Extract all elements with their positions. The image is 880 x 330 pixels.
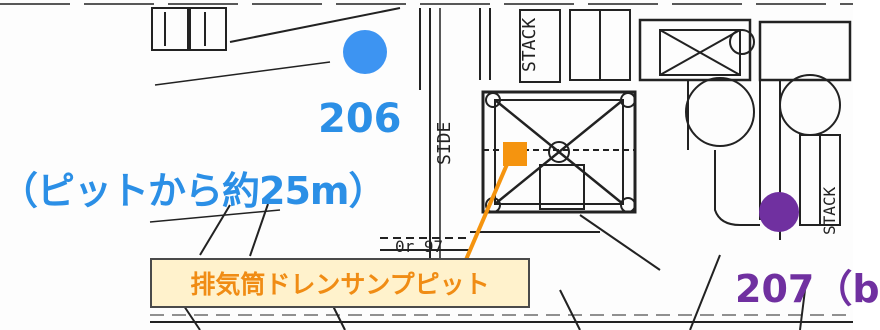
floor-plan-drawing: STACK SIDE STACK 0r 97 (0, 3, 853, 330)
point-206-distance-note: （ピットから約25m） (0, 169, 386, 213)
pit-callout-text: 排気筒ドレンサンプピット (190, 270, 490, 299)
point-206-label: 206 (318, 96, 402, 142)
point-206-marker (343, 30, 387, 74)
point-207-label: 207（b (735, 267, 880, 311)
dimension-text: 0r 97 (395, 237, 443, 256)
side-text: SIDE (434, 122, 455, 165)
pit-marker (503, 142, 527, 166)
point-207-marker (759, 192, 799, 232)
pit-callout-box: 排気筒ドレンサンプピット (150, 258, 530, 308)
stack-text: STACK (519, 18, 540, 72)
floor-plan-stage: STACK SIDE STACK 0r 97 206 （ピットから約25m） 2… (0, 3, 880, 330)
pit-leader-line (463, 161, 510, 263)
stack-text-right: STACK (820, 186, 839, 235)
